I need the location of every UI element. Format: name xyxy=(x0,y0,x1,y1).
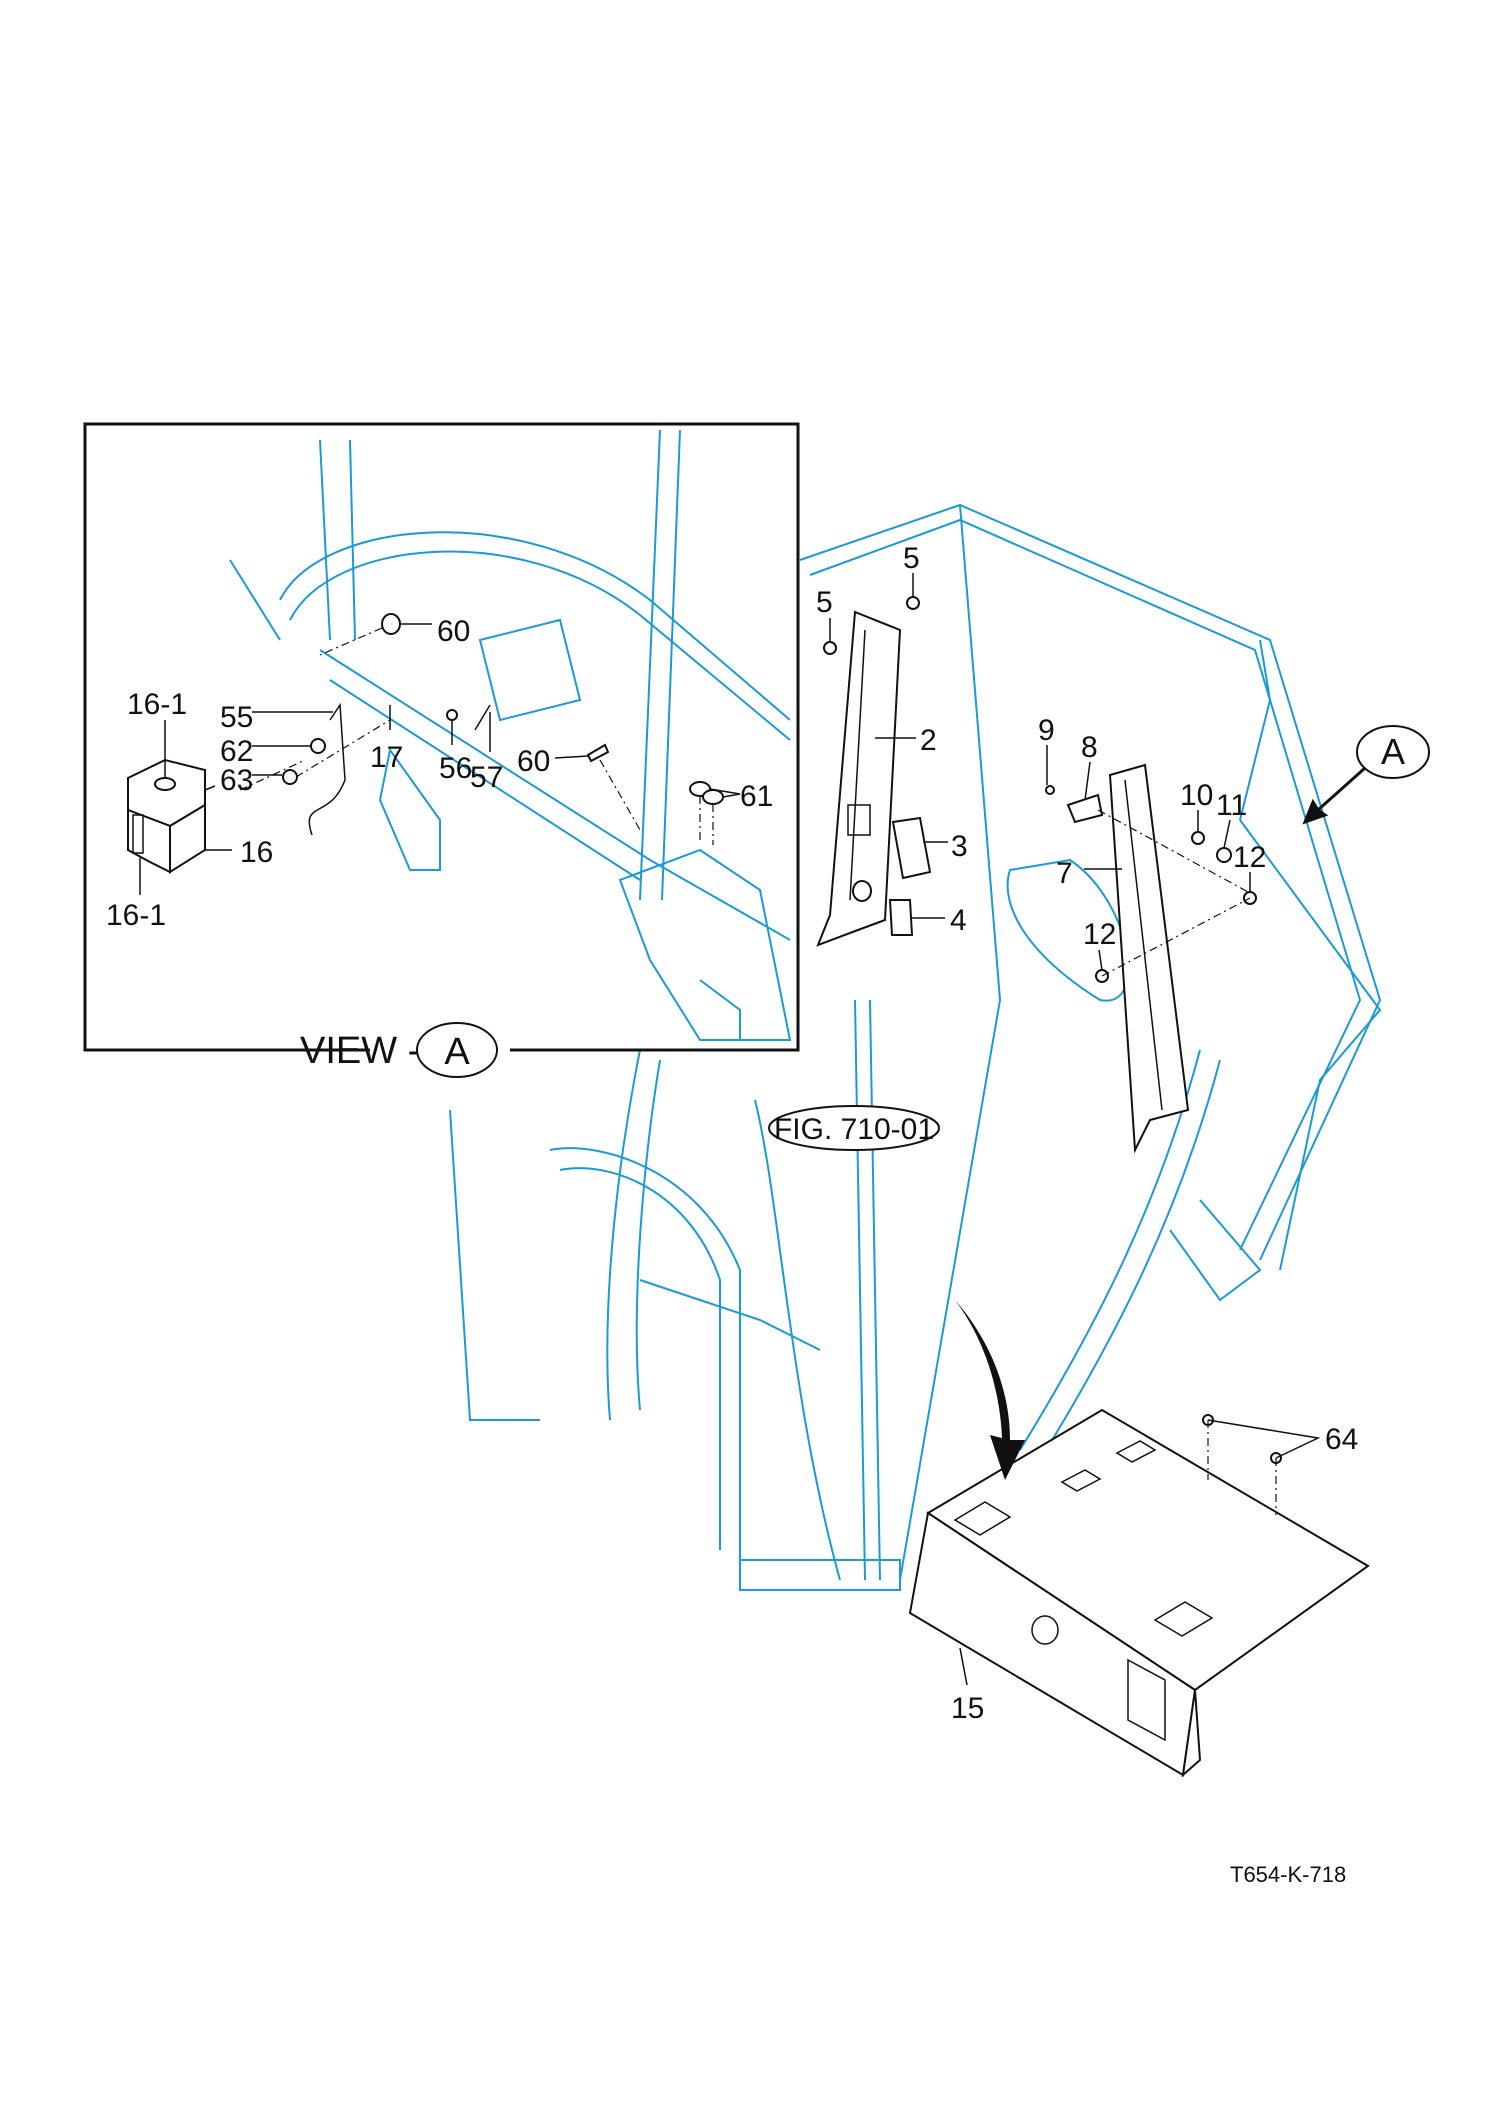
callout-63: 63 xyxy=(220,764,253,797)
clip-62 xyxy=(310,738,326,754)
callout-9: 9 xyxy=(1038,714,1055,747)
inset-leaders xyxy=(139,623,741,895)
knob-4 xyxy=(852,880,914,936)
callout-4: 4 xyxy=(950,904,967,937)
washer-56 xyxy=(446,709,458,721)
grommet-60 xyxy=(586,743,610,763)
callout-12: 12 xyxy=(1233,841,1266,874)
callout-62: 62 xyxy=(220,735,253,768)
pillar-trim-7 xyxy=(1108,763,1190,1154)
inset-view-a: 60 16-1 55 62 63 17 56 57 60 61 16 16-1 … xyxy=(83,422,800,1078)
arrow-to-floor-plate xyxy=(955,1300,1025,1480)
floor-plate-15 xyxy=(908,1408,1370,1778)
callout-5: 5 xyxy=(816,586,833,619)
bolt-63 xyxy=(282,769,298,785)
inset-frame xyxy=(229,429,792,1041)
bracket-8 xyxy=(1066,793,1104,824)
callout-16-1: 16-1 xyxy=(106,899,166,932)
hose-55 xyxy=(308,702,346,836)
view-a-label: VIEW - A xyxy=(300,1022,498,1078)
callout-55: 55 xyxy=(220,701,253,734)
svg-text:FIG. 710-01: FIG. 710-01 xyxy=(774,1113,934,1146)
callout-17: 17 xyxy=(370,741,403,774)
callout-16-1: 16-1 xyxy=(127,688,187,721)
callout-56: 56 xyxy=(439,752,472,785)
svg-text:VIEW -: VIEW - xyxy=(300,1030,420,1072)
callout-60: 60 xyxy=(517,745,550,778)
switch-3 xyxy=(891,816,932,880)
callout-3: 3 xyxy=(951,830,968,863)
callout-7: 7 xyxy=(1056,857,1073,890)
pillar-trim-2 xyxy=(816,610,902,947)
svg-text:A: A xyxy=(1381,731,1405,772)
callout-10: 10 xyxy=(1180,779,1213,812)
callout-16: 16 xyxy=(240,836,273,869)
callout-2: 2 xyxy=(920,724,937,757)
view-marker-a: A xyxy=(1302,725,1430,825)
washer-tank-16 xyxy=(127,758,206,874)
callout-12: 12 xyxy=(1083,918,1116,951)
callout-15: 15 xyxy=(951,1692,984,1725)
drawing-code: T654-K-718 xyxy=(1230,1862,1346,1887)
callout-8: 8 xyxy=(1081,731,1098,764)
cab-frame xyxy=(449,503,1382,1591)
callout-64: 64 xyxy=(1325,1423,1358,1456)
callout-60: 60 xyxy=(437,615,470,648)
pin-57 xyxy=(474,704,491,731)
figure-reference[interactable]: FIG. 710-01 xyxy=(768,1105,940,1151)
callout-57: 57 xyxy=(470,761,503,794)
main-callouts: 5 5 2 3 4 9 8 10 11 12 7 12 64 15 xyxy=(816,542,1358,1725)
plug-60 xyxy=(381,613,401,635)
callout-61: 61 xyxy=(740,780,773,813)
svg-text:A: A xyxy=(444,1031,470,1073)
callout-5: 5 xyxy=(903,542,920,575)
leader-lines xyxy=(829,573,1321,1686)
callout-11: 11 xyxy=(1216,789,1247,822)
plug-61b xyxy=(702,789,724,805)
